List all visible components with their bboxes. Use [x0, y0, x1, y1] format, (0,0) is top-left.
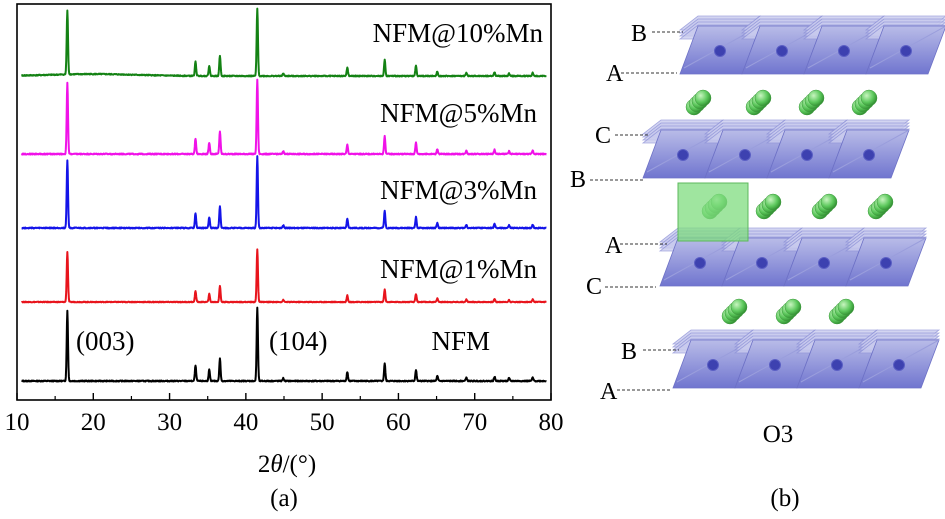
layer-label-b3: B [621, 339, 637, 365]
xrd-trace-nfm [20, 306, 548, 383]
series-label-5: NFM@5%Mn [380, 98, 537, 128]
peak-annotation-003: (003) [76, 326, 134, 356]
slab-cell [678, 15, 762, 75]
xrd-trace-nfm10mn [20, 7, 548, 78]
slab-layers [641, 15, 945, 389]
slab-cell [844, 227, 928, 287]
sodium-ion [811, 193, 838, 220]
sodium-ion [745, 89, 772, 116]
slab-cell [703, 119, 787, 179]
peak-annotation-104: (104) [269, 326, 327, 356]
slab-cell [795, 329, 879, 389]
sodium-ion [721, 298, 748, 325]
layer-label-c1: C [595, 123, 611, 149]
sodium-ion [798, 89, 825, 116]
x-tick-label: 30 [157, 409, 182, 436]
layer-label-a3: A [600, 379, 618, 405]
sodium-ion [851, 89, 878, 116]
prismatic-site [677, 182, 749, 242]
xrd-trace-nfm1mn [20, 248, 548, 304]
layer-leader-lines [590, 31, 683, 391]
slab-cell [802, 15, 886, 75]
layer-label-a2: A [605, 233, 623, 259]
slab-cell [864, 15, 945, 75]
layer-label-b2: B [570, 167, 586, 193]
x-tick-label: 50 [310, 409, 335, 436]
xrd-trace-nfm3mn [20, 155, 548, 230]
x-tick-label: 40 [233, 409, 258, 436]
slab-cell [782, 227, 866, 287]
sodium-ion-layers [685, 89, 894, 325]
series-label-10: NFM@10%Mn [373, 18, 544, 48]
xrd-trace-nfm5mn [20, 78, 548, 156]
sodium-ion [685, 89, 712, 116]
slab-cell [827, 119, 911, 179]
slab-cell [765, 119, 849, 179]
x-tick-label: 10 [5, 409, 30, 436]
sodium-ion [775, 298, 802, 325]
x-tick-label: 20 [81, 409, 106, 436]
xrd-chart: 10 20 30 40 50 60 70 80 NFM@10%Mn NFM@5%Mn NFM@… [5, 3, 564, 512]
sodium-ion [828, 298, 855, 325]
panel-label-b: (b) [770, 485, 799, 512]
sodium-ion [867, 193, 894, 220]
x-tick-label: 60 [386, 409, 411, 436]
x-tick-label: 80 [539, 409, 564, 436]
sodium-ion [755, 193, 782, 220]
x-axis-ticks: 10 20 30 40 50 60 70 80 [5, 393, 564, 436]
series-label-1: NFM@1%Mn [380, 254, 537, 284]
layer-label-b1: B [631, 21, 647, 47]
x-axis-label: 2θ/(°) [258, 451, 316, 478]
slab-cell [671, 329, 755, 389]
series-label-0: NFM [431, 326, 490, 356]
x-tick-label: 70 [462, 409, 487, 436]
structure-name: O3 [763, 421, 794, 448]
xrd-series-group [20, 7, 548, 383]
layer-label-c2: C [586, 274, 602, 300]
slab-cell [857, 329, 941, 389]
o3-structure-diagram: B A C B A C B A O3 (b) [570, 15, 945, 512]
layer-label-a1: A [606, 61, 624, 87]
panel-label-a: (a) [270, 485, 298, 512]
slab-cell [740, 15, 824, 75]
series-label-3: NFM@3%Mn [380, 175, 537, 205]
